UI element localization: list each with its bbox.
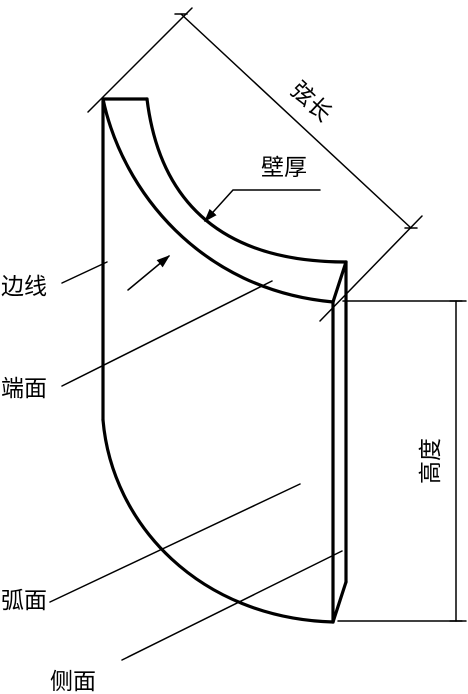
chord-length-dimension: 弦长 (87, 7, 423, 322)
end-face-leader (61, 280, 273, 387)
arc-face-label: 弧面 (1, 588, 47, 614)
part-outline (101, 97, 348, 624)
bottom-arc-edge (101, 418, 335, 624)
chord-extension-left (87, 7, 193, 113)
side-bottom-edge (331, 580, 348, 624)
wall-thickness-leader (204, 189, 321, 223)
arc-face-leader (49, 483, 301, 603)
edge-line-label: 边线 (1, 274, 47, 300)
side-face-label: 侧面 (50, 669, 96, 694)
outer-arc-top (101, 97, 335, 304)
edge-line-leader (61, 261, 108, 284)
chord-dimension-line (180, 13, 412, 229)
chord-length-label: 弦长 (285, 77, 336, 127)
height-label: 高度 (418, 438, 444, 484)
wall-thickness-arrow-lower (127, 255, 171, 291)
wall-thickness-dimension: 壁厚 (127, 155, 321, 291)
side-face-leader (121, 550, 343, 661)
end-face-label: 端面 (1, 376, 47, 402)
wall-thickness-label: 壁厚 (261, 155, 307, 181)
front-end-edge (331, 260, 348, 304)
label-leaders (49, 261, 343, 661)
chord-extension-right (319, 215, 423, 322)
height-dimension: 高度 (337, 300, 467, 622)
